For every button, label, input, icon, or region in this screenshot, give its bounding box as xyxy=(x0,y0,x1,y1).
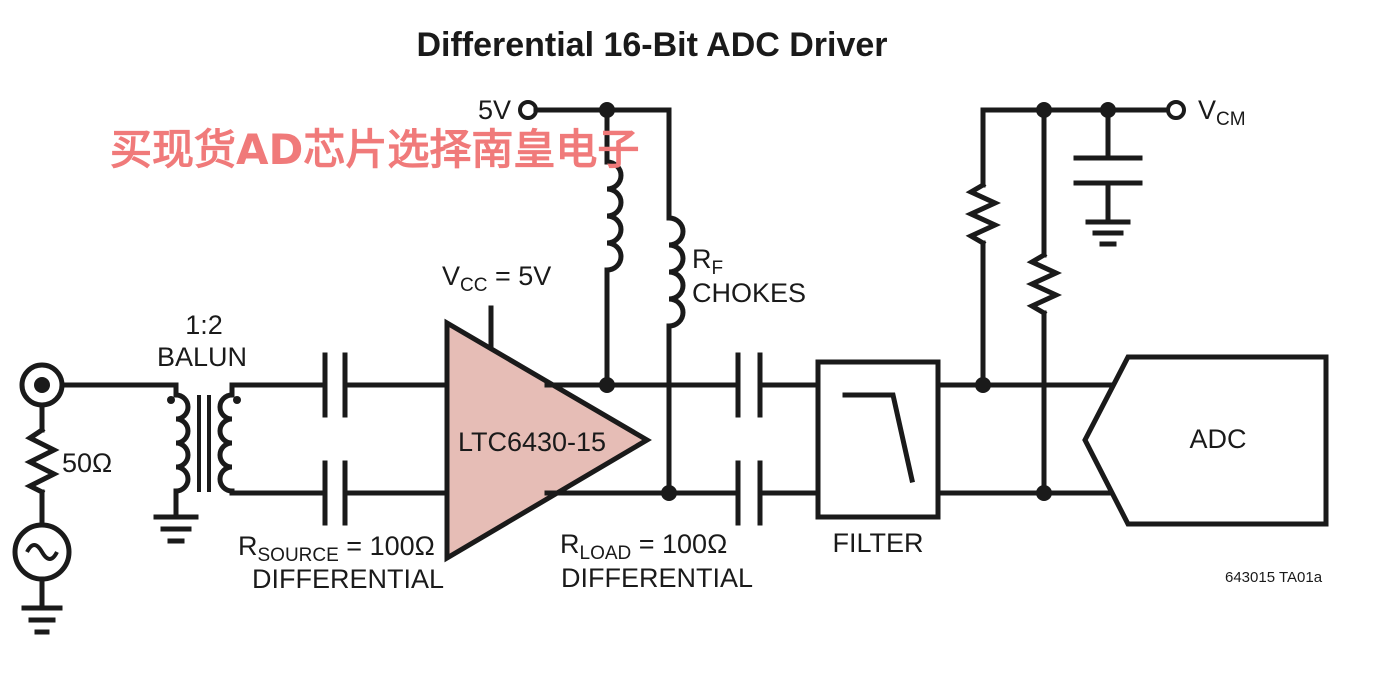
amplifier-label: LTC6430-15 xyxy=(458,427,606,457)
signal-source xyxy=(19,362,179,433)
input-capacitor-bottom xyxy=(322,460,450,526)
diagram-title: Differential 16-Bit ADC Driver xyxy=(416,26,887,64)
input-capacitor-top xyxy=(322,352,450,418)
bypass-capacitor xyxy=(1073,107,1143,225)
ground-icon-balun xyxy=(153,514,199,544)
balun-ratio-label: 1:2 xyxy=(185,310,223,340)
junction-dot xyxy=(1036,102,1052,118)
output-capacitor-top xyxy=(735,352,821,418)
junction-dot xyxy=(1036,485,1052,501)
balun-transformer xyxy=(167,382,328,520)
chokes-label: CHOKES xyxy=(692,278,806,308)
supply-5v-terminal xyxy=(518,100,672,120)
rload-differential-label: DIFFERENTIAL xyxy=(561,563,753,593)
output-capacitor-bottom xyxy=(735,460,821,526)
ground-icon-source xyxy=(21,605,63,635)
adc-label: ADC xyxy=(1189,424,1246,454)
vcm-label: VCM xyxy=(1198,95,1246,130)
resistor-50-ohm xyxy=(24,426,60,528)
rf-choke-right xyxy=(666,107,686,496)
bias-resistor-bottom xyxy=(1025,107,1063,496)
adc-block xyxy=(1082,354,1329,527)
rsource-label: RSOURCE = 100Ω xyxy=(238,531,435,566)
watermark-text: 买现货AD芯片选择南皇电子 xyxy=(110,125,639,174)
amplifier-ltc6430 xyxy=(444,305,652,563)
junction-dot xyxy=(661,485,677,501)
rsource-differential-label: DIFFERENTIAL xyxy=(252,564,444,594)
figure-id: 643015 TA01a xyxy=(1225,569,1323,586)
vcc-label: VCC = 5V xyxy=(442,261,551,296)
amplifier-triangle xyxy=(444,318,652,563)
junction-dot xyxy=(599,377,615,393)
junction-dot xyxy=(599,102,615,118)
filter-label: FILTER xyxy=(832,528,923,558)
supply-5v-label: 5V xyxy=(478,95,511,125)
rf-label: RF xyxy=(692,244,723,279)
filter-block xyxy=(815,359,941,520)
bias-resistor-top xyxy=(964,107,1002,388)
balun-label: BALUN xyxy=(157,342,247,372)
vcm-terminal xyxy=(980,100,1186,120)
rf-choke-left xyxy=(604,107,624,388)
lowpass-filter-icon xyxy=(842,392,915,483)
junction-dot xyxy=(975,377,991,393)
ac-source-icon xyxy=(12,522,72,611)
ground-icon-vcm xyxy=(1085,219,1131,247)
resistor-50-label: 50Ω xyxy=(62,448,112,478)
rload-label: RLOAD = 100Ω xyxy=(560,529,727,564)
